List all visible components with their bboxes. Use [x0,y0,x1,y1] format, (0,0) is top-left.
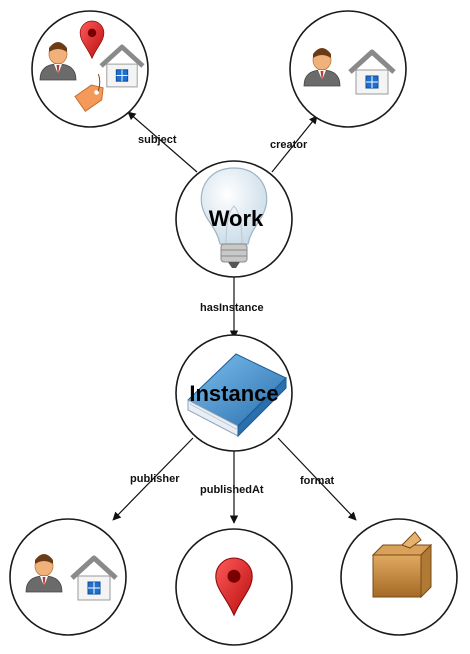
edge-label-creator: creator [270,139,308,151]
tag-icon [74,73,104,112]
work-label: Work [209,206,264,231]
work-node: Work [175,160,293,278]
book-icon [187,353,287,438]
edge-creator [271,115,318,173]
instance-node: Instance [175,334,293,452]
edge-subject [127,111,198,173]
edge-label-published-at: publishedAt [200,484,264,496]
edge-label-format: format [300,475,335,487]
creator-node [289,10,407,128]
edge-label-has-instance: hasInstance [200,302,264,314]
publisher-node [9,518,127,636]
edges [112,111,357,524]
edge-label-publisher: publisher [130,473,180,485]
box-icon [371,531,433,599]
light-bulb-icon [200,167,268,268]
subject-node [31,10,149,128]
format-node [340,518,458,636]
published-at-node [175,528,293,646]
instance-label: Instance [189,381,278,406]
edge-label-subject: subject [138,134,177,146]
edge-format [277,437,357,521]
edge-publisher [112,437,194,521]
